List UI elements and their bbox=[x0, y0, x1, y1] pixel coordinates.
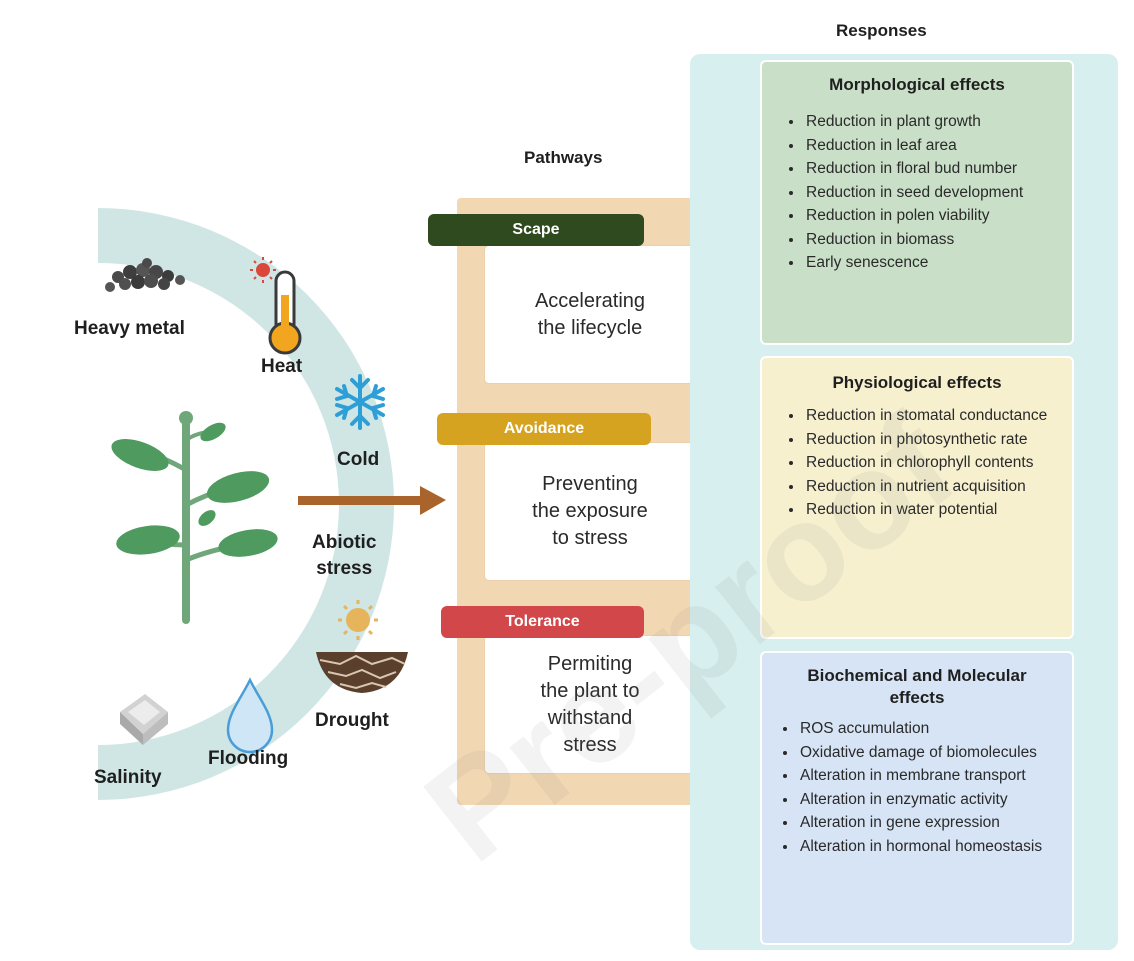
effect-item: Reduction in seed development bbox=[804, 181, 1072, 205]
effect-item: Reduction in plant growth bbox=[804, 110, 1072, 134]
drought-icon bbox=[316, 600, 408, 693]
stressor-label: Flooding bbox=[208, 748, 289, 769]
effect-item: Reduction in water potential bbox=[804, 498, 1072, 522]
plant-icon bbox=[111, 411, 278, 624]
effect-group-title: Biochemical and Molecular effects bbox=[807, 666, 1027, 707]
effect-item: Reduction in floral bud number bbox=[804, 157, 1072, 181]
effect-item: Reduction in biomass bbox=[804, 228, 1072, 252]
stressor-label: Cold bbox=[337, 449, 380, 470]
pathway-description: Preventing the exposure to stress bbox=[532, 473, 648, 549]
stressor-label: Drought bbox=[315, 710, 389, 731]
effect-list: Reduction in plant growth Reduction in l… bbox=[762, 110, 1072, 275]
abiotic-stress-label: Abiotic stress bbox=[312, 532, 377, 579]
pathway-label-tolerance: Tolerance bbox=[441, 606, 644, 638]
pathway-label-scape: Scape bbox=[428, 214, 644, 246]
arrow-right-icon bbox=[298, 486, 446, 515]
effect-item: Alteration in enzymatic activity bbox=[798, 788, 1072, 812]
pathway-card: Permiting the plant to withstand stress bbox=[485, 636, 695, 773]
stressor-label: Heavy metal bbox=[74, 318, 185, 339]
effect-item: Early senescence bbox=[804, 251, 1072, 275]
effect-item: Reduction in leaf area bbox=[804, 134, 1072, 158]
salt-crystal-icon bbox=[120, 694, 168, 745]
effect-item: Alteration in membrane transport bbox=[798, 764, 1072, 788]
responses-heading: Responses bbox=[836, 21, 927, 40]
stressor-label: Heat bbox=[261, 356, 303, 377]
effect-item: Reduction in chlorophyll contents bbox=[804, 451, 1072, 475]
stressor-label: Salinity bbox=[94, 767, 162, 788]
morphological-effects-box: Morphological effects Reduction in plant… bbox=[760, 60, 1074, 345]
pathway-card: Preventing the exposure to stress bbox=[485, 443, 695, 580]
pathway-description: Accelerating the lifecycle bbox=[534, 289, 646, 339]
effect-item: Reduction in photosynthetic rate bbox=[804, 428, 1072, 452]
effect-item: Reduction in nutrient acquisition bbox=[804, 475, 1072, 499]
effect-item: Oxidative damage of biomolecules bbox=[798, 741, 1072, 765]
effect-item: Reduction in stomatal conductance bbox=[804, 404, 1072, 428]
effect-list: Reduction in stomatal conductance Reduct… bbox=[762, 404, 1072, 522]
physiological-effects-box: Physiological effects Reduction in stoma… bbox=[760, 356, 1074, 639]
effect-item: Alteration in hormonal homeostasis bbox=[798, 835, 1072, 859]
water-drop-icon bbox=[226, 677, 274, 754]
pathway-card: Accelerating the lifecycle bbox=[485, 246, 695, 383]
pathway-label-avoidance: Avoidance bbox=[437, 413, 651, 445]
snowflake-icon bbox=[335, 374, 385, 430]
biochemical-molecular-effects-box: Biochemical and Molecular effects ROS ac… bbox=[760, 651, 1074, 945]
effect-group-title: Morphological effects bbox=[829, 75, 1005, 94]
effect-item: ROS accumulation bbox=[798, 717, 1072, 741]
pathway-description: Permiting the plant to withstand stress bbox=[540, 652, 640, 756]
effect-item: Reduction in polen viability bbox=[804, 204, 1072, 228]
pathways-heading: Pathways bbox=[524, 148, 603, 167]
heavy-metal-icon bbox=[105, 258, 185, 292]
effect-item: Alteration in gene expression bbox=[798, 811, 1072, 835]
effect-list: ROS accumulation Oxidative damage of bio… bbox=[762, 717, 1072, 858]
thermometer-icon bbox=[250, 257, 302, 355]
effect-group-title: Physiological effects bbox=[832, 373, 1002, 392]
